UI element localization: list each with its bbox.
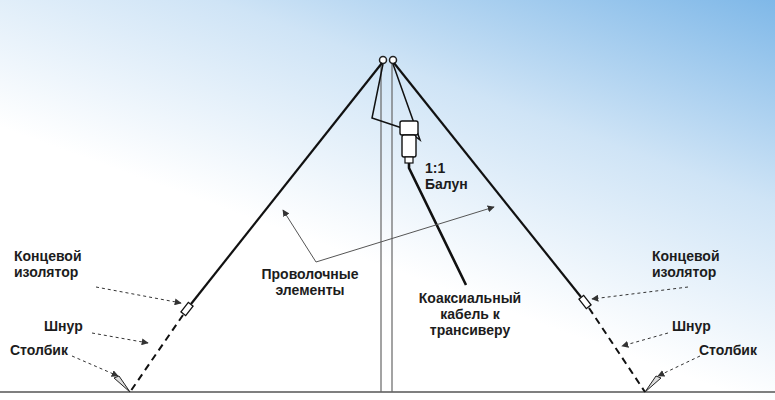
leader-line [96,287,181,303]
callout-label: Концевой изолятор [652,248,767,280]
ground-line [0,391,775,393]
leader-line [658,356,700,376]
feed-wire [393,64,420,140]
balun-connector [405,157,413,163]
leader-line [592,287,688,299]
leader-line [283,210,316,262]
callout-label: Столбик [10,342,90,358]
leader-line [72,356,118,376]
wire-element [191,63,382,304]
feed-wire [372,64,402,128]
mast [380,62,381,392]
end-insulator [579,295,591,308]
apex-insulator [380,57,387,64]
stake [114,376,130,392]
mast [391,62,392,392]
callout-label: 1:1 Балун [425,160,475,192]
cord [130,315,183,392]
balun [400,121,418,135]
apex-insulator [390,57,397,64]
leader-line [92,333,148,343]
callout-label: Шнур [44,318,104,334]
callout-label: Шнур [672,318,732,334]
callout-label: Концевой изолятор [14,248,124,280]
callout-label: Столбик [699,342,771,358]
leader-line [316,207,494,262]
stake [645,376,661,392]
end-insulator [181,302,193,315]
cord [589,308,645,392]
balun [402,135,416,157]
callout-label: Коаксиальный кабель к трансиверу [400,290,540,338]
callout-label: Проволочные элементы [250,266,370,298]
leader-line [622,333,668,346]
wire-element [394,63,581,297]
